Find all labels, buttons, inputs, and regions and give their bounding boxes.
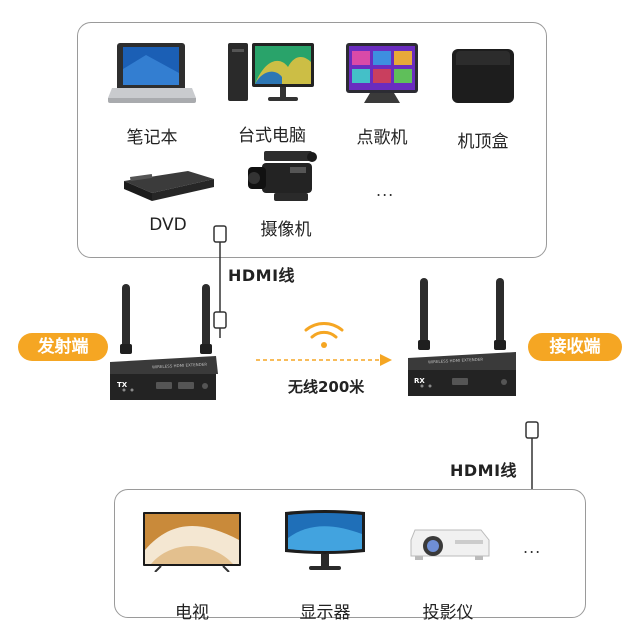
transmitter-panel-text: TX: [117, 381, 128, 389]
set-top-box-device: 机顶盒: [444, 41, 522, 152]
hdmi-cable-top-label: HDMI线: [228, 266, 296, 285]
karaoke-device: 点歌机: [340, 39, 424, 148]
tv-label: 电视: [175, 603, 209, 623]
monitor-label: 显示器: [299, 603, 351, 623]
wireless-distance-label: 无线200米: [288, 378, 365, 396]
receiver-device: RX WIRELESS HDMI EXTENDER: [404, 276, 520, 400]
camcorder-icon: [248, 151, 317, 201]
laptop-icon: [108, 43, 196, 103]
laptop-label: 笔记本: [126, 128, 178, 148]
wifi-icon: [304, 322, 344, 348]
camcorder-label: 摄像机: [260, 220, 312, 240]
dvd-device: DVD: [118, 165, 218, 235]
transmitter-badge: 发射端: [18, 333, 108, 361]
more-sources-ellipsis: ...: [376, 181, 395, 200]
projector-device: 投影仪: [405, 526, 491, 623]
monitor-device: 显示器: [283, 508, 367, 623]
desktop-device: 台式电脑: [226, 37, 318, 146]
receiver-panel-text: RX: [414, 377, 425, 385]
transmitter-unit-icon: [110, 284, 218, 400]
dvd-label: DVD: [149, 215, 187, 235]
karaoke-label: 点歌机: [356, 128, 408, 148]
hdmi-plug-bottom-upper: [525, 421, 539, 439]
hdmi-plug-top-upper: [213, 225, 227, 243]
dvd-player-icon: [124, 171, 214, 201]
receiver-badge: 接收端: [528, 333, 622, 361]
television-icon: [143, 512, 241, 572]
more-displays-ellipsis: ...: [523, 538, 542, 557]
hdmi-cable-bottom-label: HDMI线: [450, 461, 518, 480]
karaoke-machine-icon: [346, 43, 418, 103]
monitor-icon: [285, 510, 365, 570]
tv-device: 电视: [141, 510, 243, 623]
camcorder-device: 摄像机: [244, 147, 328, 240]
display-devices-panel: 电视 显示器 投影仪 ...: [114, 489, 586, 623]
desktop-computer-icon: [228, 43, 314, 101]
projector-label: 投影仪: [422, 603, 474, 623]
set-top-box-label: 机顶盒: [457, 132, 509, 152]
projector-icon: [410, 529, 490, 560]
source-devices-panel: 笔记本 台式电脑 点歌机: [77, 22, 547, 258]
desktop-label: 台式电脑: [238, 126, 306, 146]
laptop-device: 笔记本: [106, 39, 198, 148]
set-top-box-icon: [452, 49, 514, 103]
transmitter-device: TX WIRELESS HDMI EXTENDER: [108, 282, 220, 402]
receiver-unit-icon: [408, 278, 516, 396]
